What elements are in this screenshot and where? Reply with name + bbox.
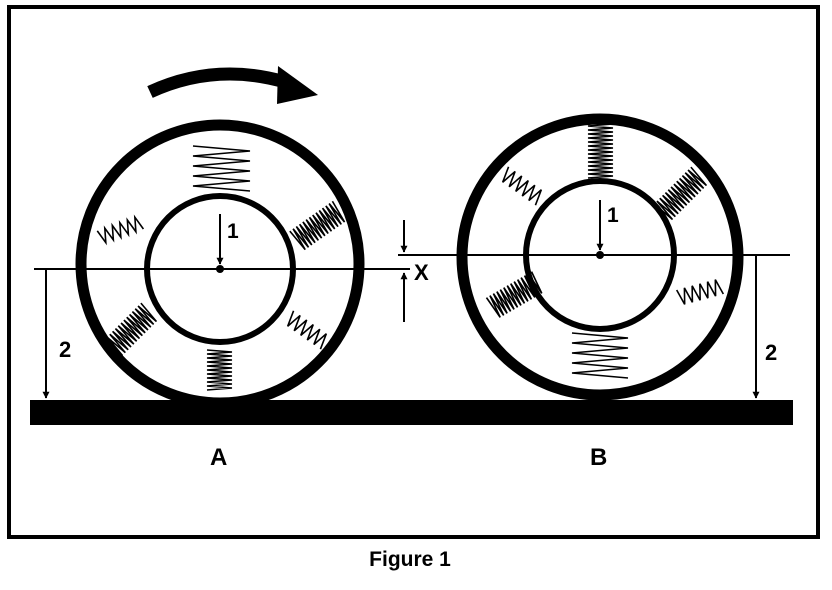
wheel-b-springs (485, 121, 725, 379)
wheel-a-spring-top (192, 145, 251, 192)
wheel-a-spring-lower-right (286, 310, 328, 350)
offset-indicator: X (400, 220, 429, 322)
figure-frame (7, 5, 820, 539)
wheel-a-spring-lower-left (103, 302, 158, 357)
wheel-b-spring-bottom (571, 332, 629, 379)
wheel-a-ground-arrow-label: 2 (59, 337, 71, 362)
wheel-b-spring-lower-left (485, 271, 543, 318)
wheel-a-inner-arrow-label: 1 (227, 220, 239, 243)
wheel-b-inner-hub (523, 178, 677, 332)
rotation-arrow (147, 66, 318, 104)
wheel-b-ground-arrow-label: 2 (765, 340, 777, 365)
wheel-b-outer-rim (456, 113, 744, 401)
wheel-b-inner-arrow-label: 1 (607, 204, 619, 227)
wheel-b: 1 2 B (456, 113, 777, 471)
wheel-b-spring-upper-right (653, 166, 708, 221)
ground-bar (30, 400, 793, 425)
wheel-b-center-dot (596, 251, 604, 259)
offset-label: X (414, 260, 429, 285)
wheel-a-spring-bottom (206, 349, 233, 391)
wheel-a-outer-rim (75, 119, 365, 409)
wheel-a-springs (96, 145, 346, 391)
wheel-a-name-label: A (210, 444, 227, 471)
wheel-a-spring-upper-right (289, 200, 346, 251)
wheel-b-spring-upper-left (501, 166, 543, 206)
wheel-b-spring-top (587, 121, 614, 179)
wheel-b-name-label: B (590, 444, 607, 471)
wheel-a-spring-upper-left (96, 214, 145, 246)
figure-caption: Figure 1 (369, 548, 451, 571)
wheel-b-spring-lower-right (675, 279, 725, 305)
